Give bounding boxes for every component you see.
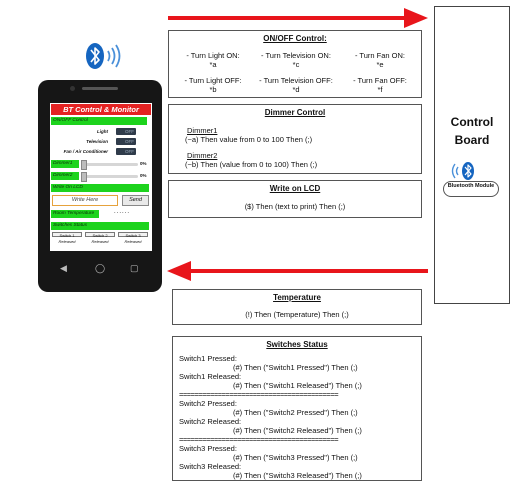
switch3-pressed-label: Switch3 Pressed: xyxy=(179,444,237,453)
dimmer1-knob[interactable] xyxy=(81,160,87,170)
fan-label: Fan / Air Conditioner xyxy=(63,149,108,154)
switch3-label: Switch 3 xyxy=(118,232,148,238)
dimmer2-label: Dimmer2 xyxy=(51,172,79,180)
dimmer1-text: (~a) Then value from 0 to 100 Then (;) xyxy=(185,135,313,144)
onoff-item-tv-off: - Turn Television OFF:*d xyxy=(259,76,333,94)
temperature-text: (!) Then (Temperature) Then (;) xyxy=(245,310,349,319)
bluetooth-module-label: Bluetooth Module xyxy=(443,181,499,197)
write-header: Write On LCD xyxy=(51,184,149,192)
switch1-status: Released xyxy=(58,239,76,244)
separator-1: ========================================… xyxy=(179,390,339,399)
lcd-box: Write on LCD ($) Then (text to print) Th… xyxy=(168,180,422,218)
bluetooth-icon xyxy=(86,43,121,69)
dimmer1-value: 0% xyxy=(140,161,147,166)
light-label: Light xyxy=(97,129,108,134)
camera-icon xyxy=(70,86,75,91)
switch1-pressed-text: (#) Then ("Switch1 Pressed") Then (;) xyxy=(233,363,358,372)
menu-icon[interactable]: ▢ xyxy=(130,263,139,273)
switch1-released-label: Switch1 Released: xyxy=(179,372,242,381)
onoff-item-light-on: - Turn Light ON:*a xyxy=(186,51,240,69)
write-input[interactable]: Write Here xyxy=(52,195,118,206)
dimmer2-value: 0% xyxy=(140,173,147,178)
dimmer1-name: Dimmer1 xyxy=(187,126,218,135)
switch2-status: Released xyxy=(91,239,109,244)
fan-toggle[interactable]: OFF xyxy=(116,148,136,155)
app-screen: BT Control & Monitor ON/OFF Control Ligh… xyxy=(50,103,152,251)
dimmer1-slider[interactable] xyxy=(82,163,138,166)
dimmer-title: Dimmer Control xyxy=(264,108,326,117)
send-button[interactable]: Send xyxy=(122,195,149,206)
onoff-item-fan-off: - Turn Fan OFF:*f xyxy=(353,76,407,94)
television-label: Television xyxy=(86,139,108,144)
dimmer2-slider[interactable] xyxy=(82,175,138,178)
onoff-header: ON/OFF Control xyxy=(51,117,147,125)
switch1-pressed-label: Switch1 Pressed: xyxy=(179,354,237,363)
onoff-item-light-off: - Turn Light OFF:*b xyxy=(184,76,242,94)
back-icon[interactable]: ◀ xyxy=(60,263,67,273)
switch2-released-label: Switch2 Released: xyxy=(179,417,242,426)
onoff-item-fan-on: - Turn Fan ON:*e xyxy=(354,51,405,69)
arrow-to-phone-line xyxy=(188,269,428,273)
room-temp-label: Room Temperature xyxy=(51,210,99,218)
switch3-status: Released xyxy=(124,239,142,244)
dimmer2-name: Dimmer2 xyxy=(187,151,218,160)
onoff-box: ON/OFF Control: - Turn Light ON:*a - Tur… xyxy=(168,30,422,98)
dimmer-box: Dimmer Control Dimmer1 (~a) Then value f… xyxy=(168,104,422,174)
arrow-to-board-head xyxy=(404,8,428,28)
switches-title: Switches Status xyxy=(266,340,328,349)
switches-header: Switches Status xyxy=(51,222,149,230)
switch1-label: Switch 1 xyxy=(52,232,82,238)
app-title: BT Control & Monitor xyxy=(51,104,151,115)
arrow-to-phone-head xyxy=(167,261,191,281)
control-board-label: Control Board xyxy=(450,115,494,147)
switches-box: Switches Status Switch1 Pressed: (#) The… xyxy=(172,336,422,481)
control-board: Control Board Bluetooth Module xyxy=(434,6,510,304)
dimmer2-text: (~b) Then (value from 0 to 100) Then (;) xyxy=(185,160,318,169)
home-icon[interactable]: ◯ xyxy=(95,263,106,273)
onoff-item-tv-on: - Turn Television ON:*c xyxy=(261,51,331,69)
smartphone: BT Control & Monitor ON/OFF Control Ligh… xyxy=(38,80,162,292)
temperature-box: Temperature (!) Then (Temperature) Then … xyxy=(172,289,422,325)
separator-2: ========================================… xyxy=(179,435,339,444)
temperature-title: Temperature xyxy=(273,293,321,302)
switch3-released-label: Switch3 Released: xyxy=(179,462,242,471)
lcd-text: ($) Then (text to print) Then (;) xyxy=(244,202,346,211)
switch3-pressed-text: (#) Then ("Switch3 Pressed") Then (;) xyxy=(233,453,358,462)
onoff-title: ON/OFF Control: xyxy=(263,34,327,43)
switch3-released-text: (#) Then ("Switch3 Released") Then (;) xyxy=(233,471,362,480)
bluetooth-module-icon xyxy=(451,162,474,180)
dimmer1-label: Dimmer1 xyxy=(51,160,79,168)
switch2-label: Switch 2 xyxy=(85,232,115,238)
television-toggle[interactable]: OFF xyxy=(116,138,136,145)
arrow-to-board-line xyxy=(168,16,408,20)
dimmer2-knob[interactable] xyxy=(81,172,87,182)
switch2-pressed-label: Switch2 Pressed: xyxy=(179,399,237,408)
switch1-released-text: (#) Then ("Switch1 Released") Then (;) xyxy=(233,381,362,390)
switch2-released-text: (#) Then ("Switch2 Released") Then (;) xyxy=(233,426,362,435)
room-temp-value: ...... xyxy=(114,209,131,215)
speaker-grill xyxy=(82,87,118,90)
lcd-title: Write on LCD xyxy=(269,184,321,193)
light-toggle[interactable]: OFF xyxy=(116,128,136,135)
switch2-pressed-text: (#) Then ("Switch2 Pressed") Then (;) xyxy=(233,408,358,417)
